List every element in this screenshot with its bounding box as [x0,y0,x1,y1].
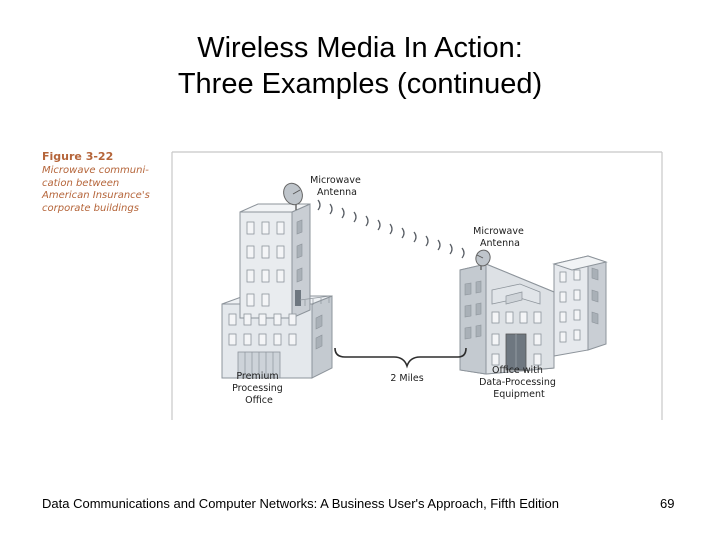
distance-brace [334,347,467,369]
right-building [459,249,608,375]
left-dish-icon [283,182,303,210]
caption-line: American Insurance's [42,190,150,201]
caption-line: corporate buildings [42,202,139,214]
left-building [221,182,333,379]
slide-title: Wireless Media In Action: Three Examples… [0,30,720,102]
slide-title-line-1: Wireless Media In Action: [197,32,523,64]
figure-label: Figure 3-22 [42,150,114,163]
page-number: 69 [660,496,675,511]
right-building-label: Office with Data-Processing Equipment [479,365,559,400]
right-dish-icon [475,249,491,270]
left-building-label: Premium Processing Office [232,371,286,406]
right-antenna-label: Microwave Antenna [473,226,527,249]
caption-line: Microwave communi- [42,165,149,176]
caption-line: cation between [42,177,120,189]
figure-caption: Figure 3-22 Microwave communi- cation be… [42,150,167,215]
slide-title-line-2: Three Examples (continued) [177,68,543,100]
distance-label: 2 Miles [390,373,423,384]
figure-caption-text: Microwave communi- cation between Americ… [42,165,167,215]
left-antenna-label: Microwave Antenna [310,175,364,198]
microwave-signal [317,199,465,259]
slide-footer: Data Communications and Computer Network… [42,496,559,511]
